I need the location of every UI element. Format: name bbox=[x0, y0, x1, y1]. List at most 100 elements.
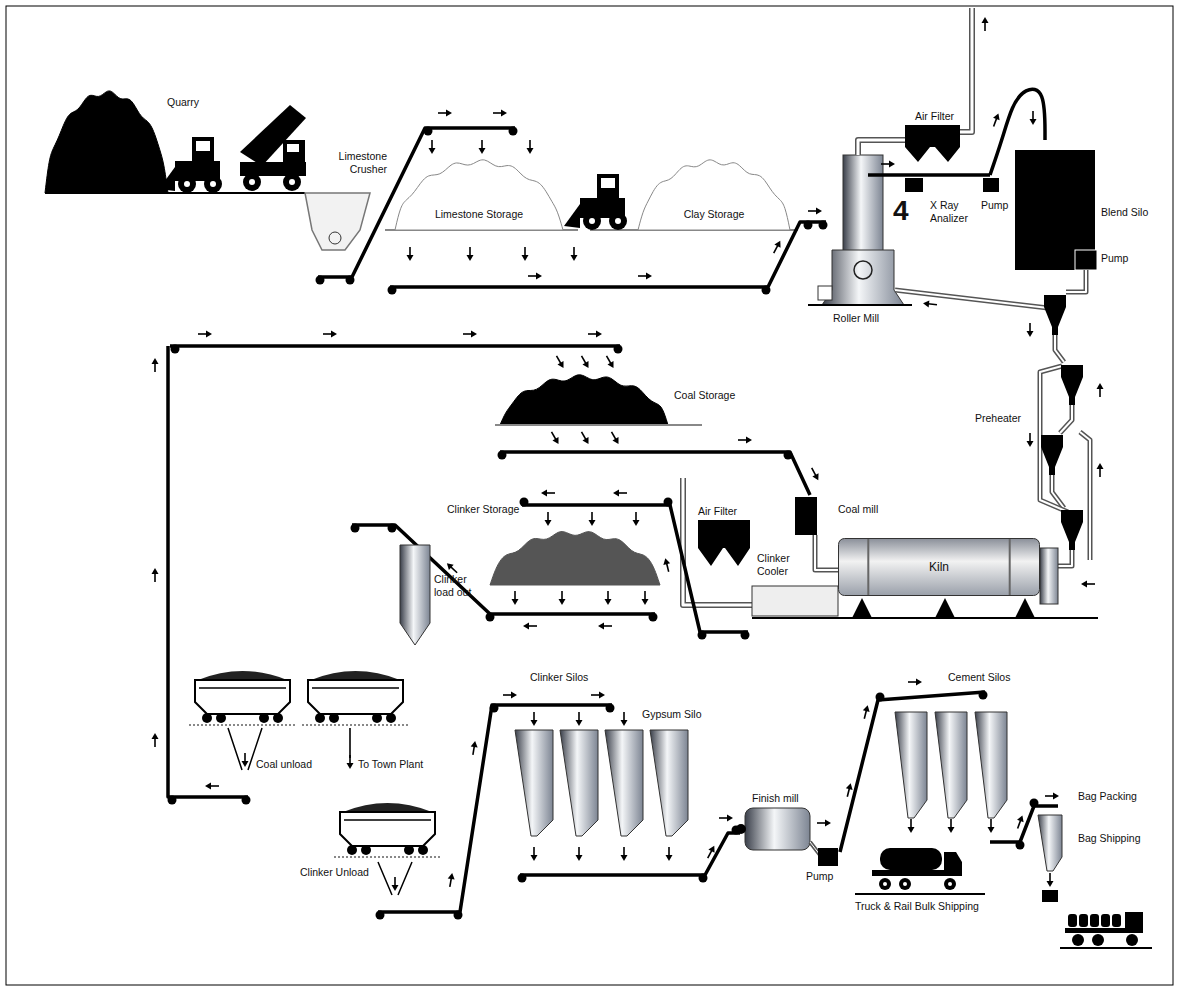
bag-packer bbox=[1042, 890, 1058, 902]
wheel-hub bbox=[210, 181, 216, 187]
flow-arrow bbox=[527, 140, 534, 154]
conveyor-belt bbox=[500, 452, 810, 495]
belt-pulley bbox=[316, 276, 325, 285]
truck-wheel bbox=[283, 173, 301, 191]
arrow-head bbox=[612, 437, 621, 446]
arrow-shaft bbox=[864, 710, 866, 719]
duct-inner bbox=[960, 8, 972, 132]
arrow-shaft bbox=[984, 22, 986, 31]
flow-arrow bbox=[1014, 814, 1025, 830]
node-label: Limestone Storage bbox=[435, 208, 523, 220]
belt-pulley bbox=[876, 693, 885, 702]
wheel-hub bbox=[249, 179, 255, 185]
loader-wheel bbox=[204, 175, 222, 193]
arrow-head bbox=[576, 720, 583, 726]
arrow-shaft bbox=[533, 847, 535, 856]
arrow-shaft bbox=[950, 819, 952, 828]
duct bbox=[960, 8, 972, 132]
arrow-head bbox=[1097, 463, 1104, 469]
part-label: Cement Silos bbox=[948, 671, 1010, 684]
part-label: Coal Storage bbox=[674, 389, 735, 402]
car-wheel bbox=[216, 713, 226, 723]
flow-arrow bbox=[1047, 873, 1054, 887]
flow-arrow bbox=[1030, 111, 1037, 125]
arrow-head bbox=[571, 255, 578, 261]
part-label: Clinker Storage bbox=[447, 503, 519, 516]
arrow-shaft bbox=[603, 625, 612, 627]
car-wheel bbox=[202, 713, 212, 723]
flow-arrow bbox=[438, 110, 452, 117]
arrow-head bbox=[467, 255, 474, 261]
wheel-loader bbox=[159, 137, 222, 193]
arrow-shaft bbox=[1018, 820, 1021, 828]
belt-pulley bbox=[518, 874, 527, 883]
flow-arrow bbox=[576, 712, 583, 726]
loader-wheel bbox=[609, 212, 627, 230]
arrow-head bbox=[1030, 119, 1037, 125]
flow-arrow bbox=[152, 733, 159, 747]
part-label: Bag Shipping bbox=[1078, 832, 1140, 845]
clinker-pile bbox=[490, 532, 660, 585]
cyclone bbox=[1041, 435, 1063, 475]
callout-number: 4 bbox=[893, 194, 909, 228]
arrow-shaft bbox=[533, 712, 535, 721]
arrow-head bbox=[1053, 793, 1059, 800]
duct bbox=[683, 478, 752, 605]
wheel-hub bbox=[948, 882, 952, 886]
arrow-shaft bbox=[1086, 583, 1095, 585]
arrow-head bbox=[642, 599, 649, 605]
arrow-shaft bbox=[450, 878, 452, 887]
arrow-head bbox=[598, 623, 604, 630]
car-wheel bbox=[361, 845, 371, 855]
storage-pile: Clay Storage bbox=[638, 158, 790, 230]
arrow-shaft bbox=[473, 746, 474, 755]
conveyor-belt bbox=[868, 173, 990, 177]
arrow-head bbox=[816, 208, 822, 215]
arrow-shaft bbox=[493, 112, 502, 114]
belt-pulley bbox=[168, 796, 177, 805]
kiln-support bbox=[1015, 598, 1035, 618]
finish-mill bbox=[745, 808, 810, 850]
cement-bag bbox=[1112, 914, 1121, 927]
arrow-shaft bbox=[738, 439, 747, 441]
duct bbox=[858, 140, 905, 155]
belt-pulley bbox=[649, 613, 658, 622]
pile-outline bbox=[395, 160, 563, 230]
part-label: Limestone Crusher bbox=[325, 150, 387, 175]
arrow-shaft bbox=[719, 817, 728, 819]
cement-silo bbox=[975, 712, 1007, 818]
arrow-head bbox=[152, 568, 159, 574]
arrow-shaft bbox=[154, 363, 156, 372]
arrow-head bbox=[152, 733, 159, 739]
arrow-shaft bbox=[635, 512, 637, 521]
part-label: Clinker Unload bbox=[300, 866, 369, 879]
flow-arrow bbox=[844, 782, 854, 797]
cement-bag bbox=[1090, 914, 1099, 927]
flow-arrow bbox=[608, 430, 621, 446]
belt-pulley bbox=[454, 911, 463, 920]
flow-arrow bbox=[407, 247, 414, 261]
arrow-head bbox=[1027, 441, 1034, 447]
air-filter-hoppers bbox=[905, 147, 960, 162]
arrow-shaft bbox=[529, 140, 531, 149]
truck-wheel bbox=[1072, 934, 1084, 946]
arrow-shaft bbox=[928, 303, 937, 306]
quarry-rock bbox=[45, 91, 168, 193]
wheel-hub bbox=[903, 882, 907, 886]
flow-arrow bbox=[553, 354, 566, 370]
arrow-head bbox=[206, 331, 212, 338]
arrow-head bbox=[908, 827, 915, 833]
arrow-head bbox=[727, 815, 733, 822]
arrow-head bbox=[596, 331, 602, 338]
arrow-shaft bbox=[638, 275, 647, 277]
flow-arrow bbox=[323, 331, 337, 338]
flow-arrow bbox=[531, 712, 538, 726]
truck-cab bbox=[283, 140, 305, 164]
part-label: Blend Silo bbox=[1101, 206, 1148, 219]
arrow-shaft bbox=[244, 753, 246, 762]
flow-arrow bbox=[392, 877, 399, 891]
belt-pulley bbox=[388, 524, 397, 533]
part-label: Air Filter bbox=[698, 505, 737, 518]
